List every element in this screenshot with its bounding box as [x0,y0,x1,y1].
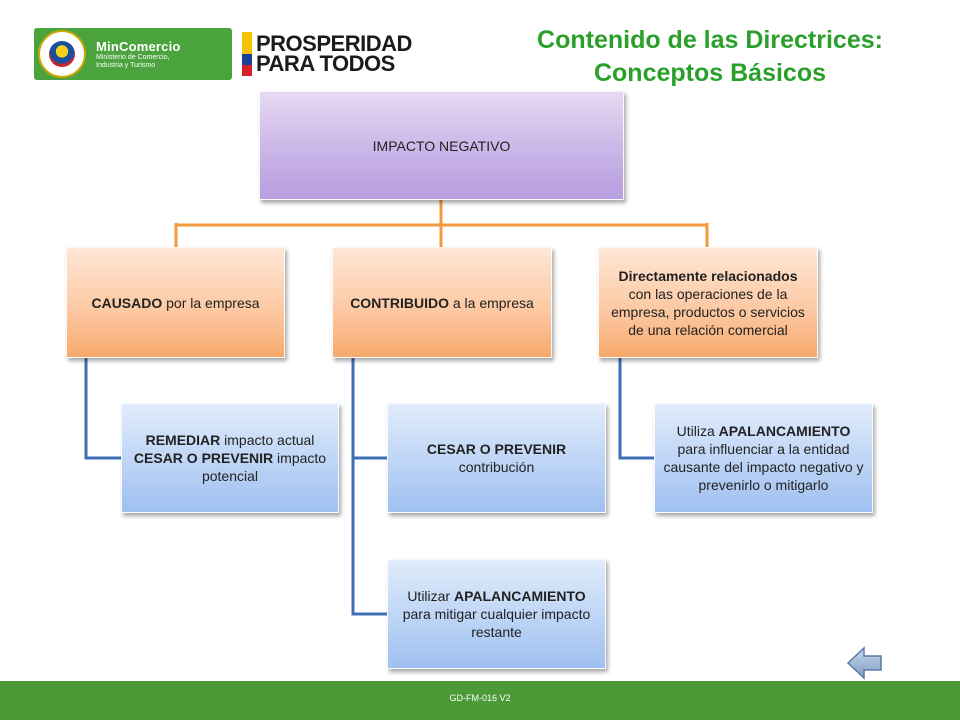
branch-node-contribuido: CONTRIBUIDO a la empresa [332,247,552,358]
connector-branch-2-child-2 [351,458,387,616]
root-node: IMPACTO NEGATIVO [259,91,624,200]
page-title-line2: Conceptos Básicos [593,59,826,87]
connector-branch-3-child [618,358,654,460]
mincomercio-logo: MinComercio Ministerio de Comercio, Indu… [34,28,232,80]
back-arrow-icon[interactable] [846,645,884,681]
connector-branch-1-child [84,358,121,460]
prosperidad-logo-line1: PROSPERIDAD [256,31,412,56]
mincomercio-logo-subtitle-1: Ministerio de Comercio, [96,53,170,61]
coat-of-arms-icon [38,30,86,78]
connector-branch-2-child-1 [351,358,387,460]
page-title-line1: Contenido de las Directrices: [537,26,883,54]
root-node-label: IMPACTO NEGATIVO [372,137,511,154]
colombia-flag-icon [242,32,252,76]
prosperidad-logo: PROSPERIDAD PARA TODOS [242,32,412,76]
branch-node-contribuido-label: CONTRIBUIDO a la empresa [350,294,534,311]
header-logos: MinComercio Ministerio de Comercio, Indu… [34,28,412,80]
branch-node-causado: CAUSADO por la empresa [66,247,285,358]
branch-node-causado-label: CAUSADO por la empresa [91,294,260,311]
prosperidad-logo-line2: PARA TODOS [256,51,395,76]
page-title: Contenido de las Directrices: Conceptos … [500,24,920,90]
mincomercio-logo-title: MinComercio [96,38,181,54]
footer-document-code: GD-FM-016 V2 [449,693,511,703]
mincomercio-logo-subtitle-2: Industria y Turismo [96,61,156,69]
footer-bar: GD-FM-016 V2 [0,681,960,720]
